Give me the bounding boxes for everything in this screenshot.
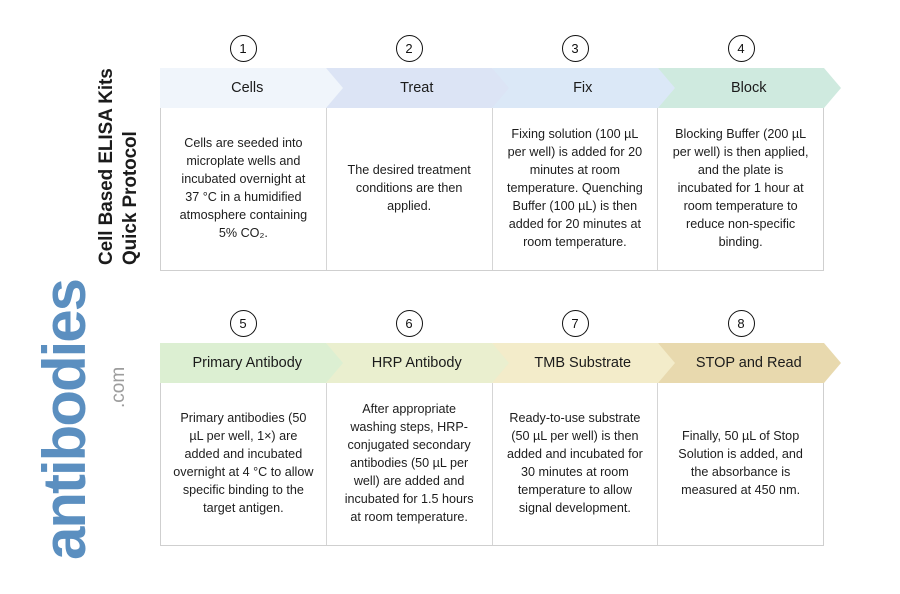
step-chevron[interactable]: Primary Antibody	[160, 343, 343, 383]
step-description-cell: Finally, 50 µL of Stop Solution is added…	[658, 383, 823, 545]
step-chevron[interactable]: STOP and Read	[658, 343, 841, 383]
step-number-badge: 8	[727, 309, 755, 337]
step-description-cell: Ready-to-use substrate (50 µL per well) …	[493, 383, 659, 545]
step-number-row: 1 2 3 4	[160, 28, 824, 68]
step-number-row: 5 6 7 8	[160, 303, 824, 343]
step-description-cell: After appropriate washing steps, HRP-con…	[327, 383, 493, 545]
step-number-cell: 6	[326, 303, 492, 343]
step-description-cell: Fixing solution (100 µL per well) is add…	[493, 108, 659, 270]
step-number-badge: 7	[561, 309, 589, 337]
step-chevron[interactable]: Block	[658, 68, 841, 108]
step-description-text: Blocking Buffer (200 µL per well) is the…	[672, 127, 809, 249]
step-chevron-label: Primary Antibody	[192, 355, 303, 371]
step-number-cell: 7	[492, 303, 658, 343]
step-number-cell: 2	[326, 28, 492, 68]
step-chevron[interactable]: Cells	[160, 68, 343, 108]
step-description-text: Fixing solution (100 µL per well) is add…	[506, 127, 643, 249]
step-description-row: Primary antibodies (50 µL per well, 1×) …	[160, 383, 824, 546]
step-description-text: Finally, 50 µL of Stop Solution is added…	[678, 429, 803, 497]
step-chevron-label: Cells	[231, 80, 264, 96]
step-chevron-row: Primary Antibody HRP Antibody TMB Substrat…	[160, 343, 841, 383]
step-number-cell: 1	[160, 28, 326, 68]
step-description-cell: The desired treatment conditions are the…	[327, 108, 493, 270]
step-description-text: Primary antibodies (50 µL per well, 1×) …	[173, 411, 314, 515]
step-description-text: Ready-to-use substrate (50 µL per well) …	[506, 411, 643, 515]
step-number-badge: 1	[229, 34, 257, 62]
step-number-cell: 4	[658, 28, 824, 68]
step-chevron[interactable]: Treat	[326, 68, 509, 108]
step-description-text: After appropriate washing steps, HRP-con…	[344, 402, 474, 524]
step-chevron[interactable]: TMB Substrate	[492, 343, 675, 383]
step-number-badge: 5	[229, 309, 257, 337]
step-description-text: Cells are seeded into microplate wells a…	[179, 136, 308, 240]
step-description-cell: Primary antibodies (50 µL per well, 1×) …	[161, 383, 327, 545]
step-description-row: Cells are seeded into microplate wells a…	[160, 108, 824, 271]
step-description-cell: Blocking Buffer (200 µL per well) is the…	[658, 108, 823, 270]
step-chevron-label: Fix	[573, 80, 593, 96]
step-number-cell: 5	[160, 303, 326, 343]
step-number-badge: 6	[395, 309, 423, 337]
step-description-cell: Cells are seeded into microplate wells a…	[161, 108, 327, 270]
step-number-badge: 4	[727, 34, 755, 62]
step-chevron-label: Block	[731, 80, 767, 96]
step-number-cell: 8	[658, 303, 824, 343]
step-number-cell: 3	[492, 28, 658, 68]
step-description-text: The desired treatment conditions are the…	[347, 163, 471, 213]
step-chevron-label: HRP Antibody	[371, 355, 462, 371]
step-number-badge: 3	[561, 34, 589, 62]
step-number-badge: 2	[395, 34, 423, 62]
step-chevron-label: STOP and Read	[695, 355, 802, 371]
step-chevron-label: TMB Substrate	[534, 355, 632, 371]
step-chevron-row: Cells Treat Fix Block	[160, 68, 841, 108]
step-chevron[interactable]: HRP Antibody	[326, 343, 509, 383]
step-chevron-label: Treat	[400, 80, 434, 96]
step-chevron[interactable]: Fix	[492, 68, 675, 108]
